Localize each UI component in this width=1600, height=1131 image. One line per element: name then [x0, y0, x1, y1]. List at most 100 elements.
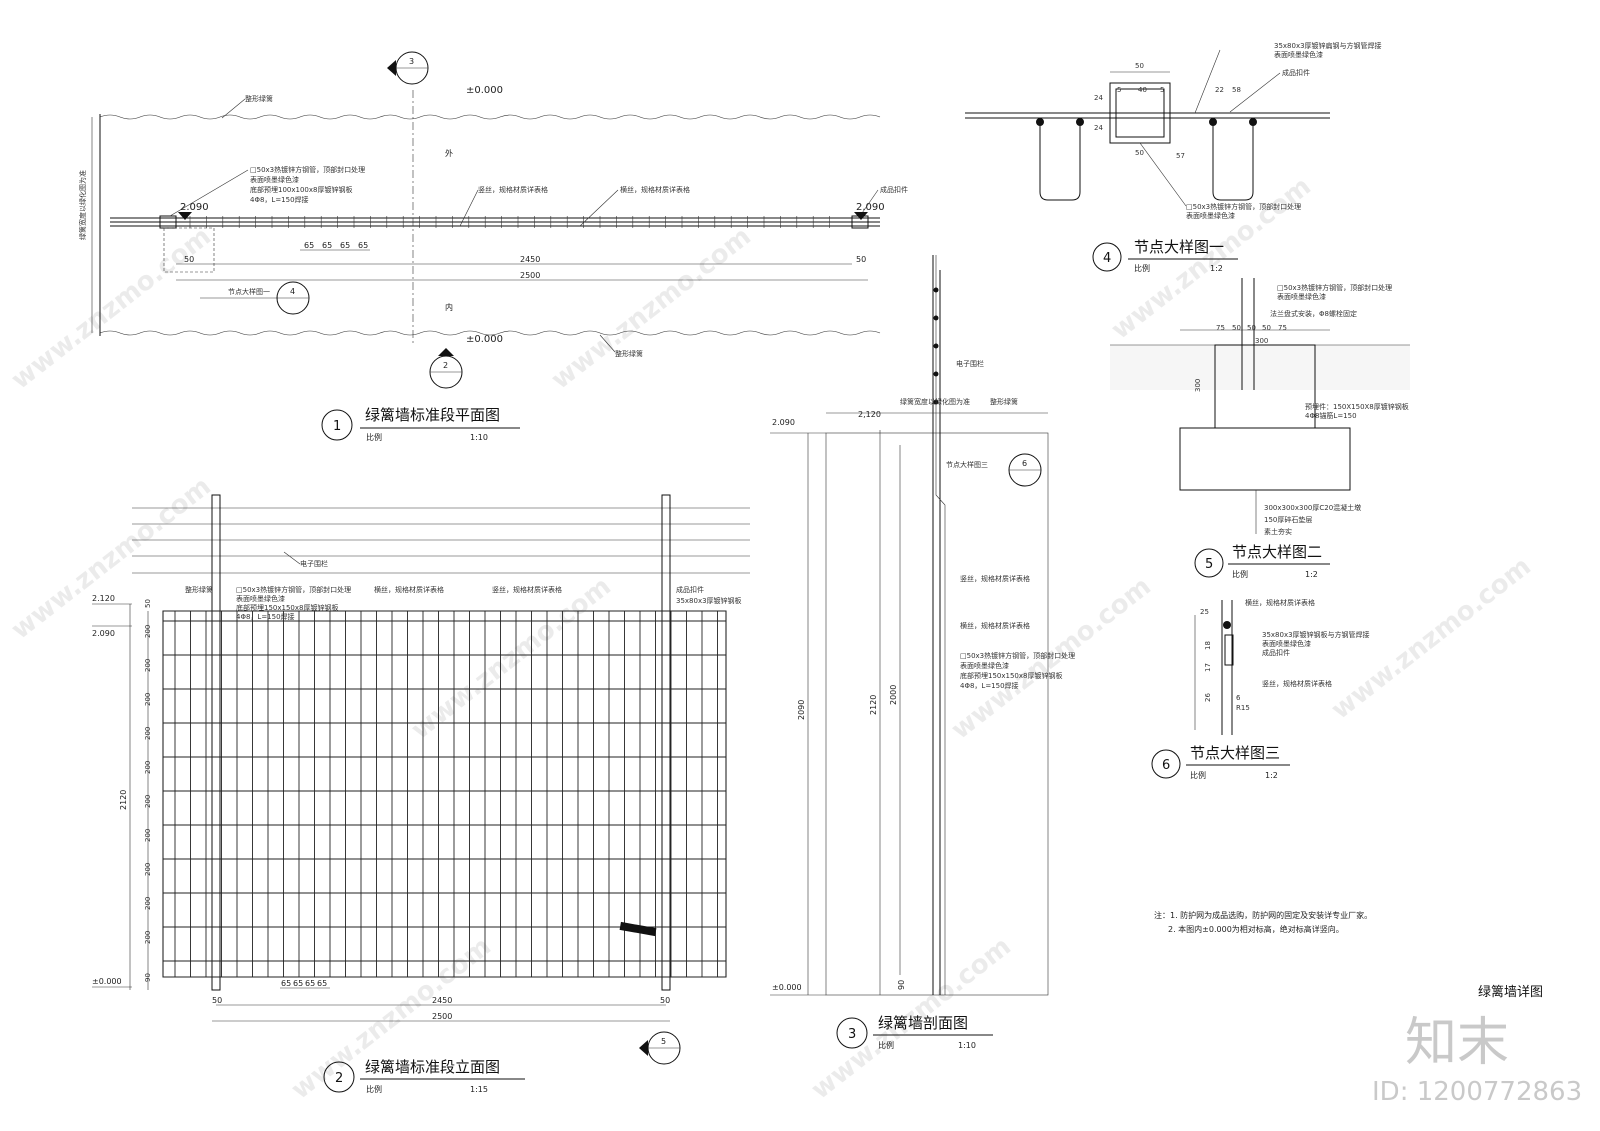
- elev-title-num: 2: [335, 1071, 343, 1086]
- plan-vertical-wires: [189, 216, 830, 228]
- plan-elev-right: 2.090: [856, 202, 885, 213]
- plan-post-label-4: 4Φ8，L=150焊接: [250, 195, 309, 204]
- d3-dim: 25: [1200, 608, 1209, 616]
- d3-hwire-label: 横丝，规格材质详表格: [1245, 598, 1315, 607]
- sec-title-num: 3: [848, 1027, 856, 1042]
- plan-dim-65: 65: [358, 241, 368, 250]
- sec-dim-2120-top: 2,120: [858, 410, 881, 419]
- d1-plate-label: 35x80x3厚镀锌扁钢与方钢管焊接: [1274, 41, 1382, 50]
- elev-dim-65: 65: [281, 979, 291, 988]
- elev-fastener-label: 成品扣件: [676, 585, 704, 594]
- elev-cut-num: 5: [661, 1037, 666, 1046]
- plan-title-bubble: [321, 409, 353, 441]
- detail-callout-box: [163, 227, 215, 273]
- row-dim: 200: [144, 829, 152, 842]
- d2-dim: 50: [1262, 324, 1271, 332]
- plan-view: 整形绿篱 整形绿篱 □50x3热镀锌方钢管，顶部封口处理 表面喷墨绿色漆 底部预…: [78, 51, 908, 442]
- d2-title-num: 5: [1205, 557, 1213, 572]
- plan-inside: 内: [445, 302, 453, 312]
- elev-cut-arrow: [639, 1040, 648, 1056]
- plan-post-left: [159, 215, 177, 229]
- plan-detail-ref-num: 4: [290, 287, 295, 296]
- plan-scale-label: 比例: [366, 432, 382, 442]
- sec-scale-label: 比例: [878, 1040, 894, 1050]
- plan-dim-65: 65: [340, 241, 350, 250]
- hedge-outline-bottom: [99, 330, 881, 336]
- d3-dim: 18: [1204, 641, 1212, 650]
- plan-title: 绿篱墙标准段平面图: [365, 406, 500, 424]
- section-hedge-outline: [825, 432, 1049, 996]
- elev-mesh-frame: [162, 610, 727, 978]
- d1-dim: 57: [1176, 152, 1185, 160]
- plan-dim-65: 65: [304, 241, 314, 250]
- d1-scale: 1:2: [1210, 264, 1223, 273]
- plan-detail-ref-label: 节点大样图一: [228, 287, 270, 296]
- plan-dim-65: 65: [322, 241, 332, 250]
- d2-title-bubble: [1194, 548, 1224, 578]
- sec-post-label-3: 底部预埋150x150x8厚镀锌钢板: [960, 671, 1062, 680]
- d1-wire-dot: [1209, 118, 1217, 126]
- elevation-view: 电子围栏 整形绿篱 □50x3热镀锌方钢管，顶部封口处理 表面喷墨绿色漆 底部预…: [92, 494, 750, 1094]
- elev-post-left: [211, 494, 221, 991]
- plan-post-label-3: 底部预埋100x100x8厚镀锌钢板: [250, 185, 352, 194]
- d3-plate-label-3: 成品扣件: [1262, 648, 1290, 657]
- elev-plate-label: 35x80x3厚镀锌钢板: [676, 596, 742, 605]
- elev-2090: 2.090: [92, 629, 115, 638]
- d1-title-bubble: [1092, 242, 1122, 272]
- row-dim: 200: [144, 625, 152, 638]
- row-dim: 200: [144, 897, 152, 910]
- plan-outside: 外: [445, 148, 453, 158]
- leader: [459, 189, 479, 227]
- sec-vwire-label: 竖丝，规格材质详表格: [960, 574, 1030, 583]
- elev-0: ±0.000: [92, 977, 122, 986]
- d2-scale-label: 比例: [1232, 569, 1248, 579]
- d2-dim: 50: [1232, 324, 1241, 332]
- plan-dim-50-right: 50: [856, 255, 866, 264]
- d1-clip-right: [1212, 122, 1254, 201]
- detail-3-view: 横丝，规格材质详表格 35x80x3厚镀锌钢板与方钢管焊接 表面喷墨绿色漆 成品…: [1151, 598, 1370, 780]
- sec-width-label: 绿篱宽度以绿化图为准: [900, 397, 970, 406]
- elev-scale-label: 比例: [366, 1084, 382, 1094]
- elev-vwire-label: 竖丝，规格材质详表格: [492, 585, 562, 594]
- plan-elev-left: 2.090: [180, 202, 209, 213]
- elev-dim-50-right: 50: [660, 996, 670, 1005]
- plan-dim-2450: 2450: [520, 255, 540, 264]
- wire-dot: [933, 399, 939, 405]
- elev-dim-total: 2120: [119, 790, 128, 810]
- elev-dim-50-left: 50: [212, 996, 222, 1005]
- elev-dim-2450: 2450: [432, 996, 452, 1005]
- d2-dim: 75: [1278, 324, 1287, 332]
- d1-title: 节点大样图一: [1134, 238, 1224, 256]
- section-view: 电子围栏 绿篱宽度以绿化图为准 整形绿篱 节点大样图三 6 竖丝，规格材质详表格…: [770, 255, 1075, 1050]
- plan-title-num: 1: [333, 419, 341, 434]
- leader: [599, 334, 616, 353]
- wire-dot: [933, 371, 939, 377]
- elev-horizontal-wires: [163, 610, 726, 978]
- row-dim: 200: [144, 761, 152, 774]
- d1-post-label-2: 表面喷墨绿色漆: [1186, 211, 1235, 220]
- sec-title: 绿篱墙剖面图: [878, 1014, 968, 1032]
- wire-dot: [933, 315, 939, 321]
- sec-hwire-label: 横丝，规格材质详表格: [960, 621, 1030, 630]
- leader: [1194, 49, 1221, 114]
- d2-dim-top: 300: [1255, 337, 1268, 345]
- plan-fastener-label: 成品扣件: [880, 185, 908, 194]
- leader: [1229, 72, 1281, 113]
- note-line-2: 2. 本图内±0.000为相对标高，绝对标高详竖向。: [1168, 924, 1344, 934]
- plan-hedge-bottom-label: 整形绿篱: [615, 349, 643, 358]
- d2-dim: 75: [1216, 324, 1225, 332]
- hedge-outline-top: [99, 114, 881, 120]
- elev-cut-flag: [619, 921, 657, 937]
- leader: [283, 551, 301, 565]
- row-dim: 200: [144, 931, 152, 944]
- d1-fastener-label: 成品扣件: [1282, 68, 1310, 77]
- d3-clip: [1224, 634, 1234, 666]
- plan-elev-top: ±0.000: [466, 85, 503, 96]
- row-dim: 50: [144, 599, 152, 608]
- row-dim: 200: [144, 727, 152, 740]
- wire-dot: [933, 287, 939, 293]
- sec-dim-2090: 2090: [797, 700, 806, 720]
- plan-scale: 1:10: [470, 433, 488, 442]
- plan-hwire-label: 横丝，规格材质详表格: [620, 185, 690, 194]
- d3-plate-label-2: 表面喷墨绿色漆: [1262, 639, 1311, 648]
